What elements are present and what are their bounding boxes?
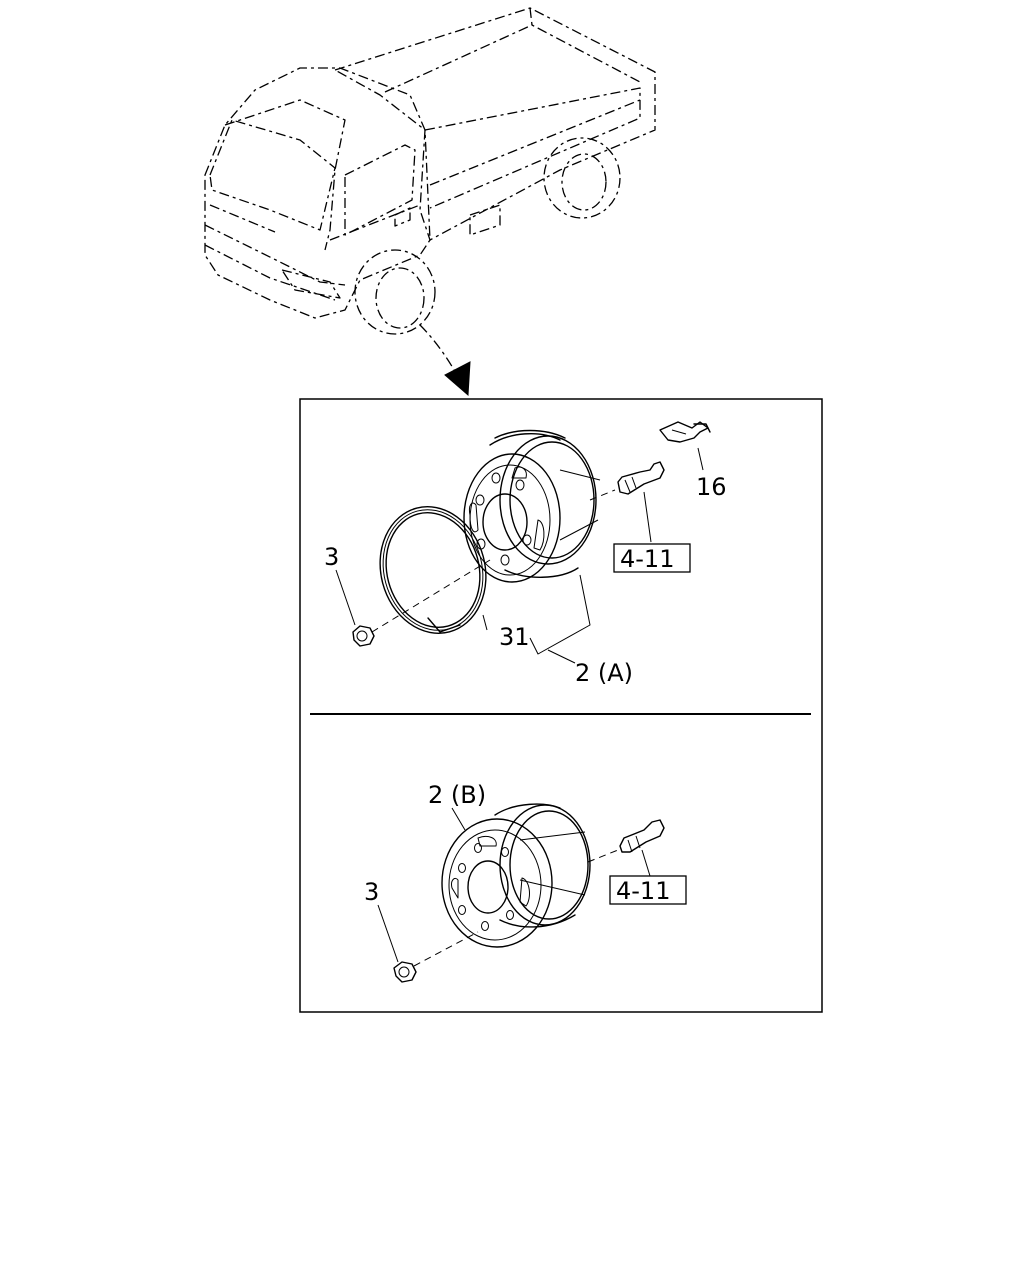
callout-split-ring: 31: [499, 623, 530, 651]
callout-wheel-b: 2 (B): [428, 781, 486, 809]
detail-frame: [299, 398, 823, 1013]
callout-clip: 16: [696, 473, 727, 501]
wheel-b-assembly: [377, 803, 665, 983]
reference-box-top: [613, 543, 691, 573]
callout-nut-bottom: 3: [364, 878, 379, 906]
reference-top-label: 4-11: [620, 545, 674, 573]
callout-nut-top: 3: [324, 543, 339, 571]
reference-box-bottom: [609, 875, 687, 905]
callout-wheel-a: 2 (A): [575, 659, 633, 687]
truck-illustration: [204, 7, 656, 397]
wheel-a-assembly: [335, 421, 711, 664]
reference-bottom-label: 4-11: [616, 877, 670, 905]
